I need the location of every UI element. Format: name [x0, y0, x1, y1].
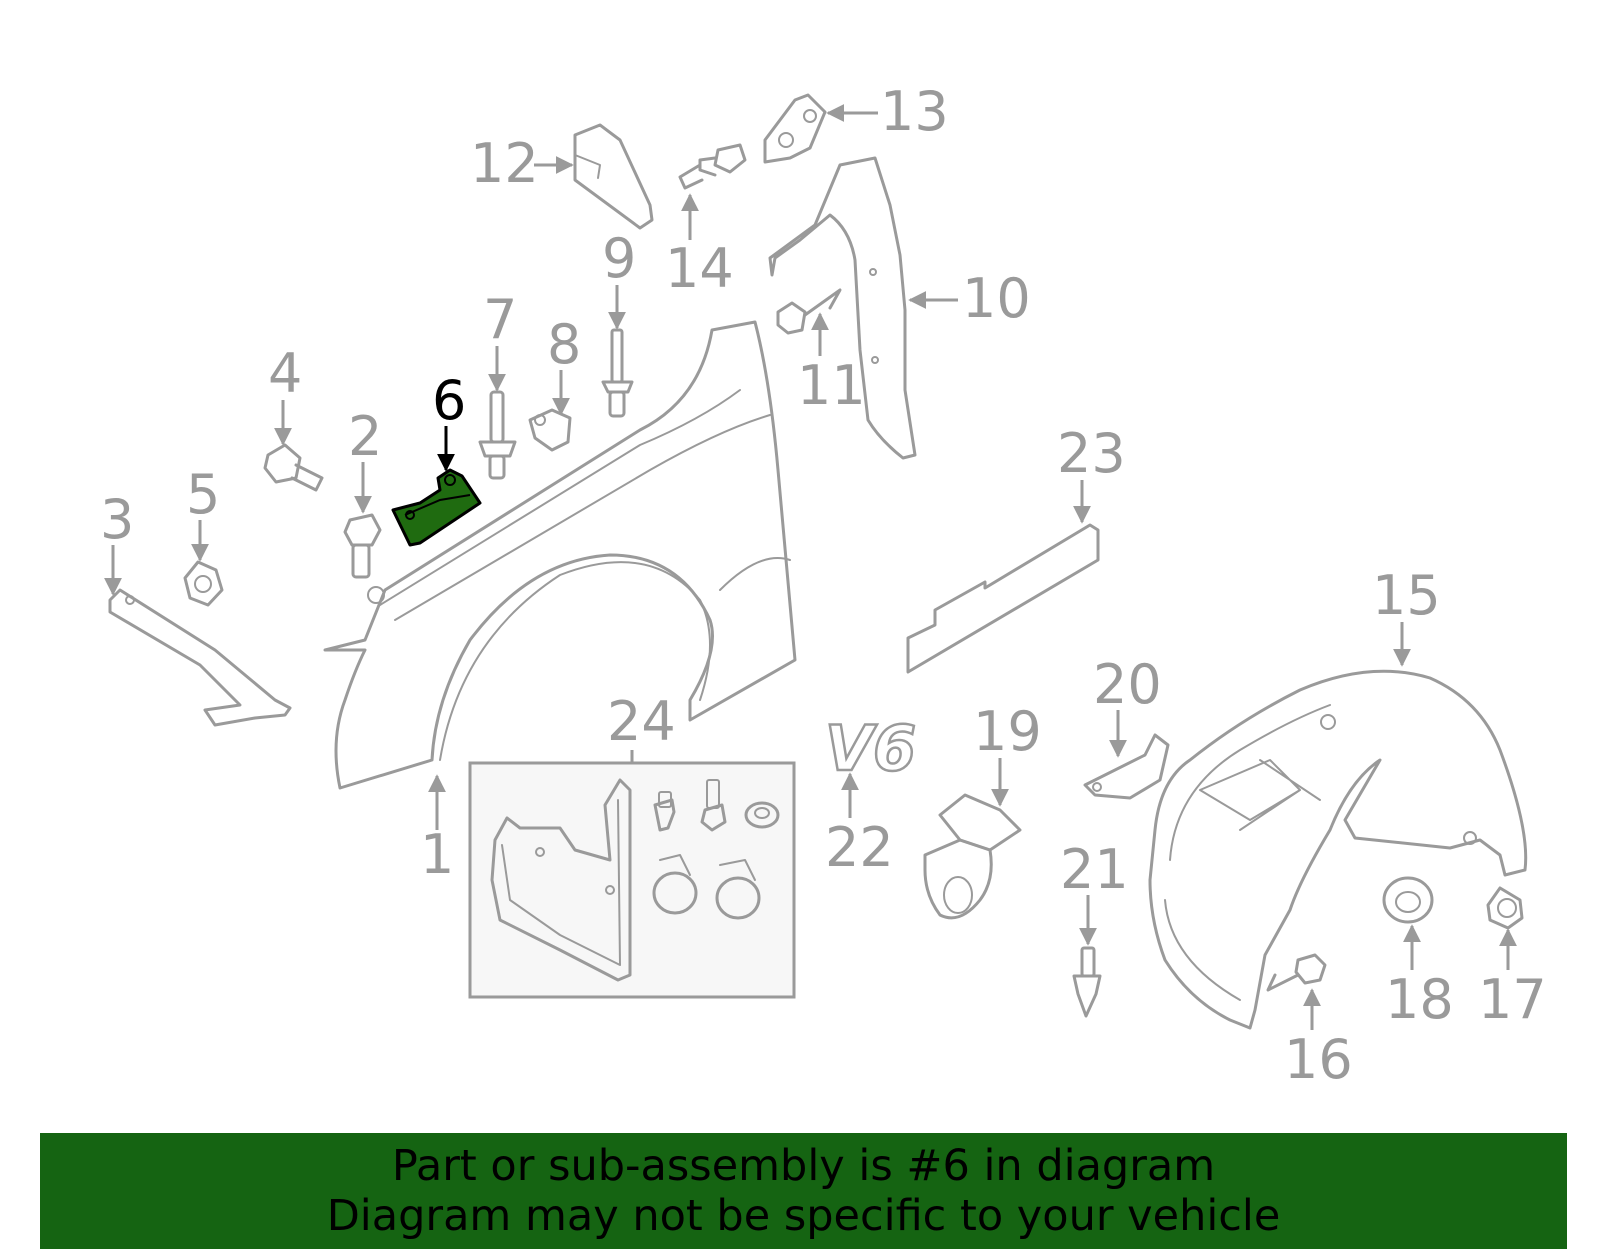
- callout-10: 10: [962, 267, 1031, 330]
- callout-11: 11: [797, 354, 866, 417]
- panel-part-10[interactable]: [768, 156, 917, 460]
- callout-9: 9: [602, 227, 636, 290]
- callout-5: 5: [186, 463, 220, 526]
- callout-19: 19: [973, 700, 1042, 763]
- mud-flap-kit-part-24[interactable]: [468, 761, 796, 999]
- pin-part-9[interactable]: [601, 328, 634, 418]
- callout-6: 6: [432, 369, 466, 432]
- nut-part-5[interactable]: [183, 560, 224, 607]
- emblem-text: V6: [825, 712, 916, 785]
- screw-part-16[interactable]: [1266, 953, 1327, 992]
- bracket-part-6-highlighted[interactable]: [391, 468, 482, 547]
- callout-8: 8: [547, 313, 581, 376]
- callout-17: 17: [1478, 968, 1547, 1031]
- wheel-liner-part-15[interactable]: [1148, 669, 1528, 1030]
- kit-box: [468, 761, 796, 999]
- bracket-part-19[interactable]: [923, 793, 1022, 920]
- callout-24: 24: [607, 690, 676, 753]
- bolt-part-2[interactable]: [343, 513, 382, 579]
- emblem-part-22[interactable]: V6: [824, 711, 918, 787]
- bolt-part-4[interactable]: [263, 443, 324, 492]
- banner-line-2: Diagram may not be specific to your vehi…: [326, 1191, 1281, 1241]
- callout-13: 13: [880, 80, 949, 143]
- callout-16: 16: [1284, 1028, 1353, 1091]
- callout-21: 21: [1060, 838, 1129, 901]
- callout-4: 4: [268, 342, 302, 405]
- bracket-part-20[interactable]: [1083, 733, 1170, 800]
- callout-1: 1: [420, 823, 454, 886]
- callouts: 1 2 3 4 5 6 7 8 9 10 11 12 13: [100, 80, 1547, 1091]
- callout-7: 7: [483, 288, 517, 351]
- pin-part-7[interactable]: [478, 390, 517, 480]
- callout-22: 22: [825, 816, 894, 879]
- callout-2: 2: [348, 405, 382, 468]
- callout-18: 18: [1385, 968, 1454, 1031]
- strip-part-23[interactable]: [906, 523, 1100, 674]
- bracket-part-13[interactable]: [763, 93, 827, 164]
- callout-15: 15: [1372, 564, 1441, 627]
- bracket-part-3[interactable]: [108, 588, 292, 727]
- callout-3: 3: [100, 488, 134, 551]
- grommet-part-18[interactable]: [1382, 876, 1434, 924]
- nut-part-17[interactable]: [1486, 886, 1524, 930]
- callout-23: 23: [1057, 422, 1126, 485]
- screw-part-11[interactable]: [776, 288, 842, 335]
- push-clip-part-14[interactable]: [678, 143, 747, 190]
- banner-line-1: Part or sub-assembly is #6 in diagram: [391, 1141, 1216, 1191]
- info-banner: Part or sub-assembly is #6 in diagram Di…: [40, 1133, 1567, 1249]
- clip-part-8[interactable]: [528, 408, 572, 452]
- callout-14: 14: [665, 237, 734, 300]
- callout-20: 20: [1093, 653, 1162, 716]
- clip-part-21[interactable]: [1072, 946, 1102, 1018]
- bracket-part-12[interactable]: [573, 123, 654, 230]
- callout-12: 12: [470, 132, 539, 195]
- fender-part[interactable]: [323, 320, 797, 790]
